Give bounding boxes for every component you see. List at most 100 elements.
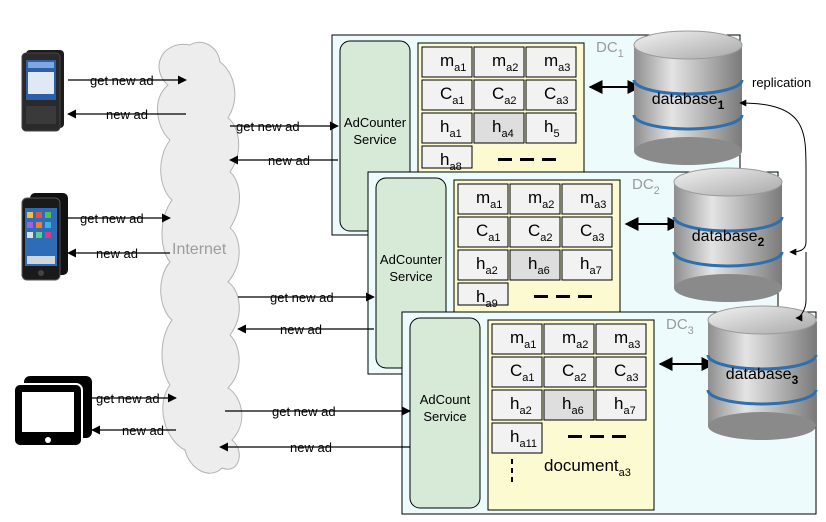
document-cell: [473, 112, 525, 144]
datacenter-label: DC2: [632, 176, 660, 197]
document-cell: [543, 389, 595, 421]
document-cell: [543, 356, 595, 388]
cell-label: ma3: [614, 328, 640, 351]
cell-label: Ca1: [476, 221, 501, 244]
cell-label: ha4: [492, 117, 514, 140]
cell-label: ha9: [476, 287, 498, 310]
database-bottom: [674, 274, 782, 302]
internet-label: Internet: [172, 241, 227, 258]
cell-label: ha11: [510, 427, 537, 450]
document-cell: [491, 323, 543, 355]
cell-label: ma1: [510, 328, 536, 351]
cell-label: Ca2: [562, 361, 587, 384]
get-new-ad-label: get new ad: [96, 391, 160, 406]
database-bottom: [634, 137, 742, 165]
get-new-ad-label: get new ad: [90, 73, 154, 88]
cell-label: ha2: [510, 394, 532, 417]
replication-label: replication: [752, 75, 811, 90]
new-ad-label: new ad: [268, 153, 310, 168]
datacenter-label: DC3: [666, 316, 694, 337]
cell-label: ha7: [614, 394, 636, 417]
document-cell: [421, 46, 473, 78]
document-cell: [509, 216, 561, 248]
document-cell: [561, 183, 613, 215]
document-cell: [491, 422, 543, 454]
get-new-ad-label: get new ad: [272, 404, 336, 419]
ellipsis-dash: [612, 435, 626, 438]
ellipsis-dash: [520, 158, 534, 161]
database-ring: [706, 354, 818, 371]
cell-label: Ca1: [440, 84, 465, 107]
client-arrows: get new ad new ad get new ad new ad get …: [67, 73, 187, 438]
database-label: database1: [652, 91, 725, 112]
cell-label: Ca2: [528, 221, 553, 244]
document-cell: [491, 356, 543, 388]
new-ad-label: new ad: [290, 440, 332, 455]
document-cell: [491, 389, 543, 421]
replication-arrows: replication: [739, 75, 811, 322]
cell-label: Ca2: [492, 84, 517, 107]
cell-label: ma3: [544, 51, 570, 74]
cell-label: ma2: [528, 188, 554, 211]
service-label: AdCount: [420, 392, 471, 407]
document-cell: [421, 145, 473, 169]
new-ad-label: new ad: [96, 246, 138, 261]
document-cell: [595, 323, 647, 355]
ellipsis-dash: [498, 158, 512, 161]
document-cell: [525, 112, 577, 144]
ellipsis-dash: [578, 295, 592, 298]
database-ring: [632, 79, 744, 96]
document-cell: [421, 79, 473, 111]
document-cell: [561, 216, 613, 248]
document-cell: [561, 249, 613, 281]
cell-label: ha2: [476, 254, 498, 277]
database-body: [708, 320, 816, 426]
ellipsis-dash: [556, 295, 570, 298]
device-iphone: [21, 193, 68, 281]
service-label: AdCounter: [380, 252, 443, 267]
database-ring: [706, 389, 818, 406]
ellipsis-dash: [542, 158, 556, 161]
ellipsis-dash: [534, 295, 548, 298]
cell-label: ha6: [562, 394, 584, 417]
cell-label: ma2: [492, 51, 518, 74]
internet-cloud: Internet: [156, 41, 243, 474]
device-windows-phone: [21, 50, 64, 132]
datacenter-label: DC1: [596, 39, 624, 60]
document-cell: [473, 46, 525, 78]
database-bottom: [708, 412, 816, 440]
document-cell: [457, 183, 509, 215]
document-cell: [525, 79, 577, 111]
cell-label: Ca3: [580, 221, 605, 244]
get-new-ad-label: get new ad: [270, 290, 334, 305]
new-ad-label: new ad: [280, 322, 322, 337]
document-cell: [509, 183, 561, 215]
database-icon: database1: [632, 30, 744, 165]
cell-label: ha6: [528, 254, 550, 277]
internet-dc-arrows: get new ad new ad get new ad new ad get …: [219, 119, 411, 455]
document-cell: [457, 282, 509, 306]
database-ring: [672, 251, 784, 268]
cell-label: Ca3: [544, 84, 569, 107]
cell-label: h5: [544, 117, 560, 140]
service-label: Service: [389, 269, 432, 284]
cell-label: ha7: [580, 254, 602, 277]
database-top: [673, 167, 783, 197]
document-cell: [457, 216, 509, 248]
cell-label: ma1: [440, 51, 466, 74]
cell-label: ma1: [476, 188, 502, 211]
database-top: [707, 305, 817, 335]
document-cell: [509, 249, 561, 281]
document-cell: [543, 323, 595, 355]
database-icon: database3: [706, 305, 818, 440]
document-label: documenta3: [544, 456, 631, 479]
cell-label: ha1: [440, 117, 462, 140]
get-new-ad-label: get new ad: [80, 211, 144, 226]
cell-label: Ca3: [614, 361, 639, 384]
ellipsis-dash: [568, 435, 582, 438]
ellipsis-dash: [590, 435, 604, 438]
